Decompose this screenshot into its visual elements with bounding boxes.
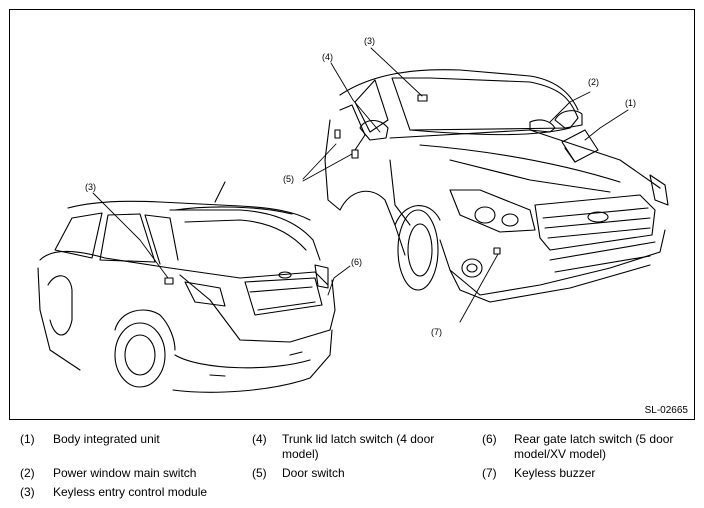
- legend-text: Power window main switch: [53, 466, 197, 480]
- front-sedan-car: [324, 69, 669, 303]
- callout-1: (1): [625, 98, 636, 108]
- figure-id: SL-02665: [644, 405, 688, 416]
- legend-num: (3): [20, 485, 35, 499]
- callout-4: (4): [322, 52, 333, 62]
- callout-2: (2): [588, 77, 599, 87]
- callout-3-front: (3): [364, 36, 375, 46]
- legend-text: Body integrated unit: [53, 432, 160, 446]
- legend-num: (6): [482, 432, 497, 446]
- legend-text: Door switch: [282, 466, 345, 480]
- callout-3-rear: (3): [85, 182, 96, 192]
- legend-num: (4): [252, 432, 267, 446]
- legend-num: (1): [20, 432, 35, 446]
- rear-hatchback-car: [37, 181, 336, 393]
- legend-text: Rear gate latch switch (5 door model/XV …: [514, 432, 674, 461]
- car-illustration: (3) (4) (2) (1) (5) (6) (7) (3): [37, 36, 669, 393]
- callout-5: (5): [283, 174, 294, 184]
- leader-lines: [92, 47, 629, 323]
- legend-num: (7): [482, 466, 497, 480]
- callout-6: (6): [351, 257, 362, 267]
- callout-7: (7): [431, 327, 442, 337]
- legend-text: Keyless entry control module: [53, 485, 208, 499]
- diagram-frame: (3) (4) (2) (1) (5) (6) (7) (3) SL-02665: [9, 9, 695, 420]
- legend-text: Keyless buzzer: [514, 466, 596, 480]
- legend-num: (5): [252, 466, 267, 480]
- legend-text: Trunk lid latch switch (4 door model): [282, 432, 435, 461]
- legend-num: (2): [20, 466, 35, 480]
